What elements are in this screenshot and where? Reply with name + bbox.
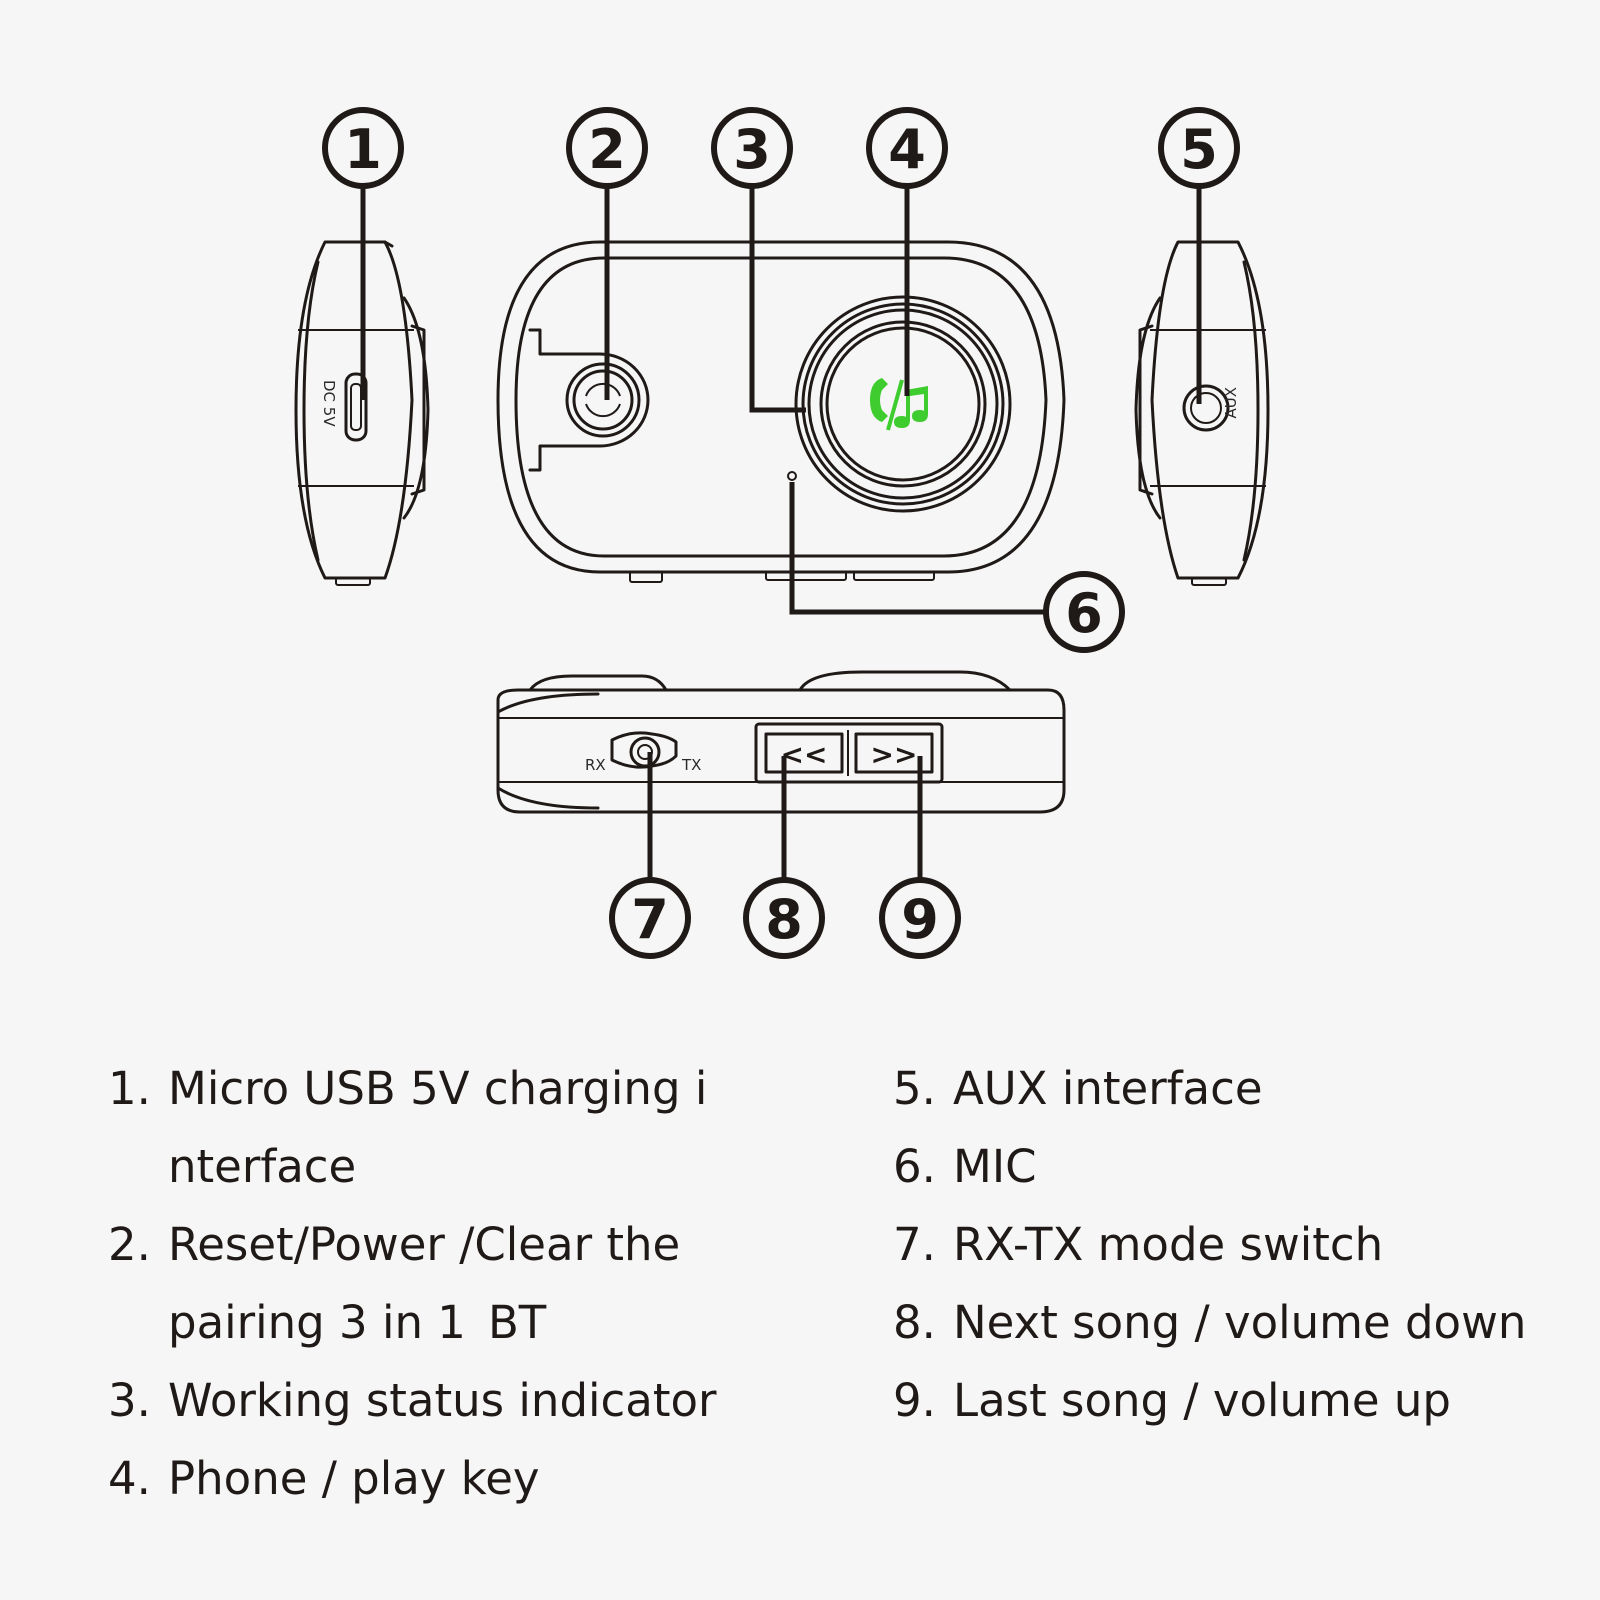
legend-item-9: 9. Last song / volume up [893, 1374, 1451, 1427]
front-view [496, 240, 1066, 583]
legend-item-4: 4. Phone / play key [108, 1452, 540, 1505]
aux-jack [1182, 384, 1230, 432]
reset-power-button[interactable] [565, 362, 641, 438]
svg-text:4: 4 [888, 118, 926, 181]
svg-text:5: 5 [1180, 118, 1218, 181]
right-side-view: AUX [1134, 240, 1270, 586]
callout-1: 1 [322, 107, 404, 189]
callout-3: 3 [711, 107, 793, 189]
legend-item-6: 6. MIC [893, 1140, 1037, 1193]
left-side-view: DC 5V [294, 240, 430, 586]
svg-text:<<: << [781, 738, 828, 771]
callout-9: 9 [879, 877, 961, 959]
callout-2: 2 [566, 107, 648, 189]
svg-text:8: 8 [765, 888, 803, 951]
svg-text:>>: >> [871, 738, 918, 771]
svg-text:1: 1 [344, 118, 382, 181]
svg-text:2: 2 [588, 118, 626, 181]
next-button[interactable] [854, 732, 934, 774]
legend-item-8: 8. Next song / volume down [893, 1296, 1527, 1349]
svg-text:3: 3 [733, 118, 771, 181]
callout-5: 5 [1158, 107, 1240, 189]
callout-4: 4 [866, 107, 948, 189]
legend-item-1: 1. Micro USB 5V charging i nterface [108, 1062, 708, 1193]
svg-text:7: 7 [631, 888, 669, 951]
rx-label: RX [585, 756, 606, 774]
legend-item-5: 5. AUX interface [893, 1062, 1263, 1115]
legend-item-7: 7. RX-TX mode switch [893, 1218, 1384, 1271]
legend-item-3: 3. Working status indicator [108, 1374, 717, 1427]
leader-lines [360, 186, 1202, 878]
svg-text:6: 6 [1065, 582, 1103, 645]
micro-usb-port [344, 372, 368, 442]
dc-5v-label: DC 5V [320, 380, 338, 427]
bottom-view: RX TX << >> [496, 670, 1066, 814]
phone-music-icon [870, 378, 928, 431]
bt-label: BT [487, 1296, 547, 1349]
device-diagram: DC 5V AUX [294, 107, 1270, 959]
phone-play-key[interactable] [825, 326, 981, 482]
legend-item-2: 2. Reset/Power /Clear the pairing 3 in 1… [108, 1218, 681, 1349]
callout-7: 7 [609, 877, 691, 959]
callout-8: 8 [743, 877, 825, 959]
tx-label: TX [681, 756, 701, 774]
svg-text:9: 9 [901, 888, 939, 951]
legend-right-column: 5. AUX interface 6. MIC 7. RX-TX mode sw… [893, 1050, 1573, 1440]
prev-button[interactable] [764, 732, 844, 774]
aux-label: AUX [1222, 387, 1240, 419]
rx-tx-switch[interactable] [629, 736, 661, 768]
callout-6: 6 [1043, 571, 1125, 653]
legend-left-column: 1. Micro USB 5V charging i nterface 2. R… [108, 1050, 798, 1518]
